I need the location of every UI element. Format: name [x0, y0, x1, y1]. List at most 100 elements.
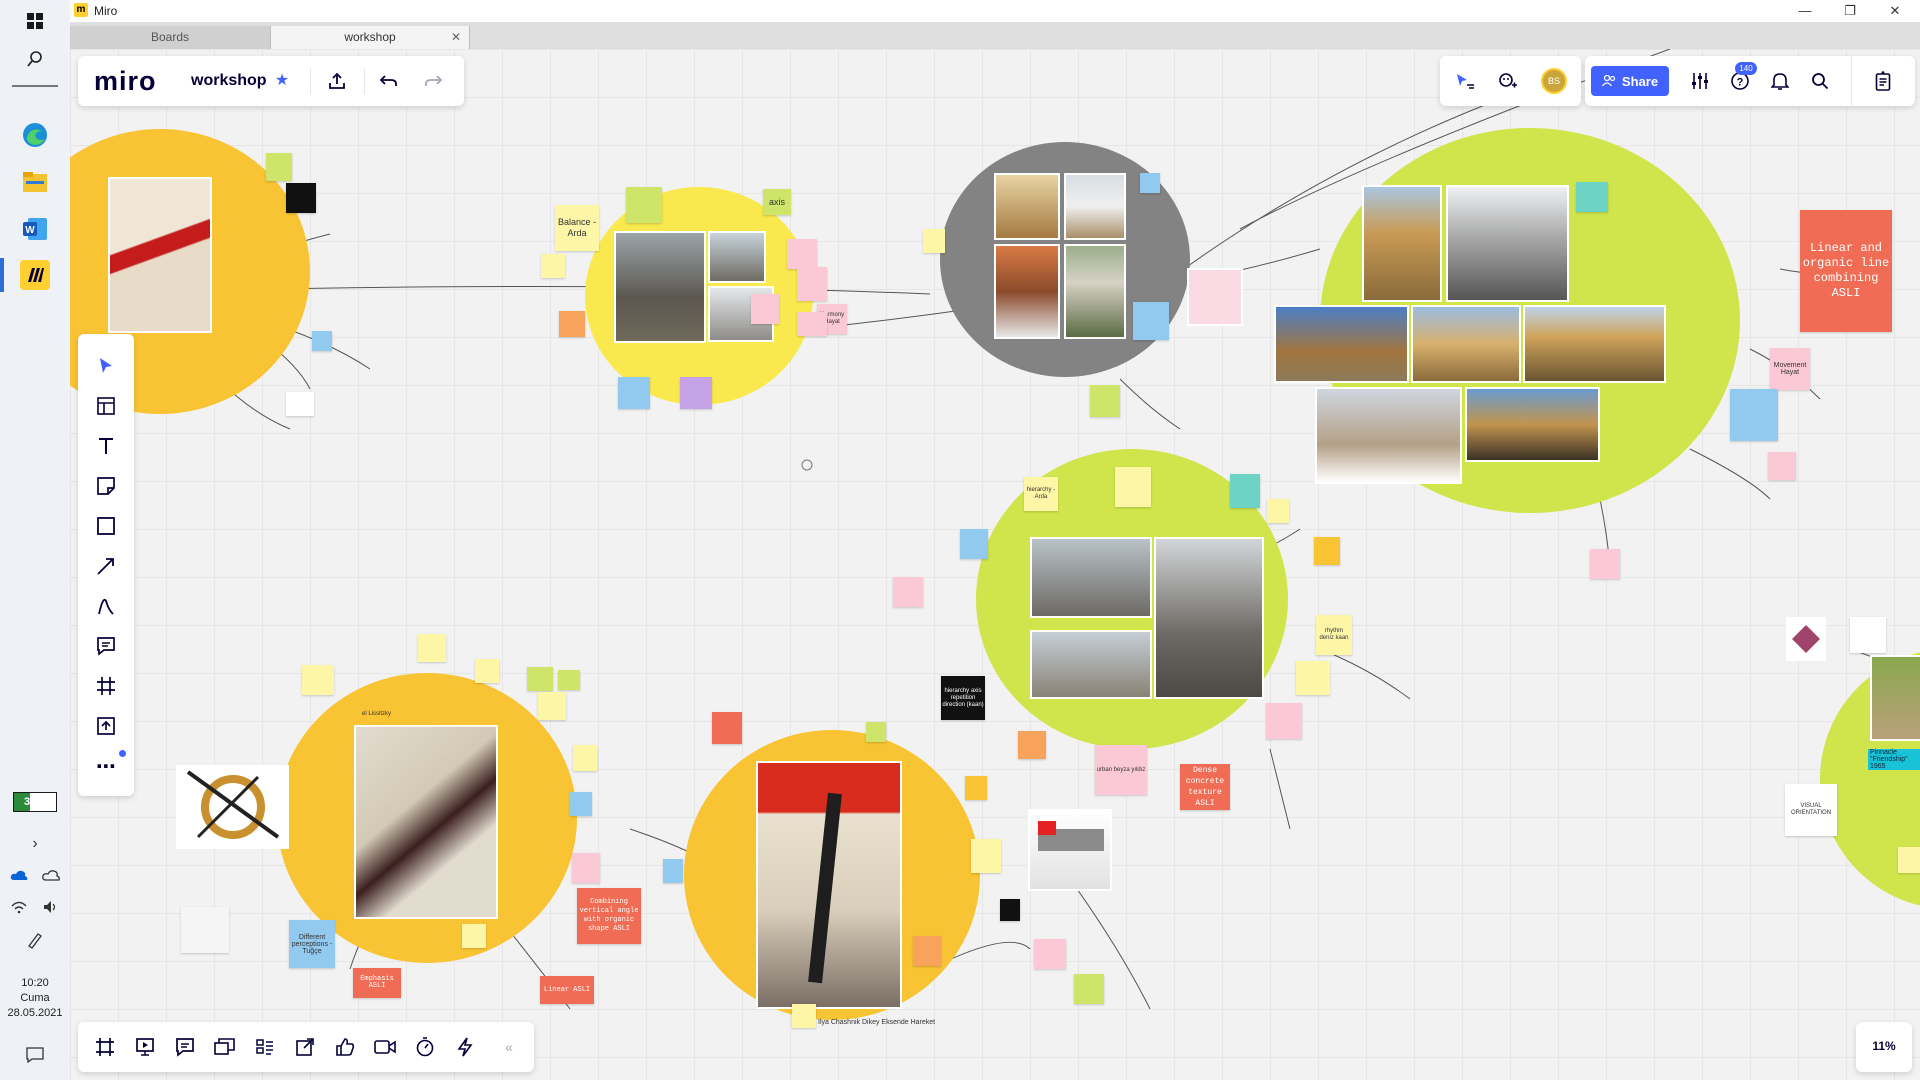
star-icon[interactable]: ★ [274, 72, 290, 89]
sticky-note[interactable] [1730, 389, 1778, 441]
screen-share-icon[interactable] [290, 1032, 320, 1062]
sticky-note[interactable] [626, 187, 662, 223]
sticky-note[interactable] [792, 1004, 816, 1028]
timer-icon[interactable] [410, 1032, 440, 1062]
sticky-note[interactable] [893, 577, 923, 607]
sticky-note[interactable] [1267, 499, 1289, 523]
sticky-note[interactable]: hierarchy axis repetition direction (kaa… [941, 676, 985, 720]
sticky-note[interactable] [923, 229, 945, 253]
shape-icon[interactable] [88, 508, 124, 544]
interior-photo[interactable] [994, 173, 1060, 240]
sticky-note[interactable] [462, 924, 486, 948]
presentation-icon[interactable] [130, 1032, 160, 1062]
sticky-note[interactable] [572, 853, 600, 883]
sticky-note[interactable] [1850, 617, 1886, 653]
minimize-button[interactable]: — [1798, 3, 1812, 18]
search-board-icon[interactable] [1805, 66, 1835, 96]
suprematism-artwork-image[interactable] [108, 177, 212, 333]
sticky-note[interactable] [787, 239, 817, 269]
sticky-note[interactable] [286, 183, 316, 213]
building-photo[interactable] [1523, 305, 1666, 383]
sticky-note[interactable] [618, 377, 650, 409]
sticky-note[interactable]: Emphasis ASLI [353, 968, 401, 998]
sticky-note[interactable] [1034, 939, 1066, 969]
sticky-note[interactable] [1296, 661, 1330, 695]
sticky-note[interactable]: rhythm deniz kaan [1316, 615, 1352, 655]
sticky-note[interactable] [913, 936, 941, 966]
sticky-note[interactable] [797, 267, 827, 301]
sticky-note[interactable]: VISUAL ORIENTATION [1785, 784, 1837, 836]
building-photo[interactable] [1064, 244, 1126, 339]
sticky-note[interactable] [573, 745, 597, 771]
sticky-note[interactable] [866, 722, 886, 742]
lightning-icon[interactable] [450, 1032, 480, 1062]
edge-icon[interactable] [20, 120, 50, 150]
constructivist-building-photo[interactable] [1446, 185, 1569, 302]
text-icon[interactable] [88, 428, 124, 464]
frame-icon[interactable] [88, 668, 124, 704]
model-photo[interactable] [1028, 809, 1112, 891]
housing-block-photo[interactable] [1030, 630, 1152, 699]
select-icon[interactable] [88, 348, 124, 384]
frames-icon[interactable] [90, 1032, 120, 1062]
miro-app-icon[interactable] [20, 260, 50, 290]
notifications-icon[interactable] [20, 1040, 50, 1070]
export-icon[interactable] [322, 66, 352, 96]
sticky-note[interactable] [1074, 974, 1104, 1004]
sticky-note[interactable]: Dense concrete texture ASLI [1180, 764, 1230, 810]
board-menu-icon[interactable] [1868, 66, 1898, 96]
word-icon[interactable]: W [20, 214, 50, 244]
tab-boards[interactable]: Boards [70, 26, 271, 49]
video-icon[interactable] [370, 1032, 400, 1062]
sticky-note[interactable]: Linear ASLI [540, 976, 594, 1004]
sticky-note[interactable] [475, 659, 499, 683]
sticky-note[interactable] [663, 859, 683, 883]
building-photo[interactable] [1315, 387, 1462, 484]
close-window-button[interactable]: ✕ [1889, 3, 1901, 18]
sticky-note[interactable] [1000, 899, 1020, 921]
sticky-note[interactable] [302, 665, 334, 695]
invite-collaborator-icon[interactable] [1492, 66, 1522, 96]
sticky-note[interactable] [1018, 731, 1046, 759]
sticky-note[interactable] [570, 792, 592, 816]
tab-workshop[interactable]: workshop ✕ [271, 26, 470, 49]
el-lissitzky-artwork-image[interactable] [354, 725, 498, 919]
undo-icon[interactable] [374, 66, 404, 96]
sticky-note[interactable] [1266, 703, 1302, 739]
zoom-control[interactable]: 11% [1856, 1022, 1912, 1072]
pen-workspace-icon[interactable] [20, 925, 50, 955]
sticky-note[interactable]: Combining vertical angle with organic sh… [577, 888, 641, 944]
sticky-note[interactable] [418, 634, 446, 662]
zuev-club-photo[interactable] [1362, 185, 1442, 302]
avatar[interactable]: BS [1541, 68, 1567, 94]
sticky-note-icon[interactable] [88, 468, 124, 504]
sticky-note[interactable] [965, 776, 987, 800]
file-explorer-icon[interactable] [20, 167, 50, 197]
sticky-note[interactable] [266, 153, 292, 181]
comments-icon[interactable] [170, 1032, 200, 1062]
sticky-note[interactable] [971, 839, 1001, 873]
sticky-note[interactable]: Linear and organic line combining ASLI [1800, 210, 1892, 332]
more-icon[interactable]: ⋯ [96, 755, 116, 778]
sticky-note[interactable]: Different perceptions -Tuğçe [289, 920, 335, 968]
board-canvas[interactable]: Balance -Arda axis Linear and organic li… [70, 49, 1920, 1080]
templates-icon[interactable] [88, 388, 124, 424]
sticky-note[interactable] [1314, 537, 1340, 565]
sticky-note[interactable] [559, 311, 585, 337]
windows-start-icon[interactable] [20, 6, 50, 36]
volume-icon[interactable] [36, 892, 66, 922]
battery-indicator[interactable]: 37% [13, 792, 57, 812]
tower-building-photo[interactable] [1154, 537, 1264, 699]
sticky-note[interactable] [181, 907, 229, 953]
collapse-icon[interactable]: « [505, 1039, 513, 1055]
kanban-icon[interactable] [250, 1032, 280, 1062]
sticky-note[interactable] [1133, 302, 1169, 340]
building-photo[interactable] [708, 231, 766, 283]
sticky-note[interactable] [1768, 452, 1796, 480]
sticky-note[interactable] [286, 392, 314, 416]
board-name[interactable]: workshop [191, 72, 267, 89]
settings-sliders-icon[interactable] [1685, 66, 1715, 96]
sticky-note[interactable] [312, 331, 332, 351]
sticky-note[interactable]: hierarchy -Arda [1024, 477, 1058, 511]
sticky-note[interactable] [527, 667, 553, 691]
